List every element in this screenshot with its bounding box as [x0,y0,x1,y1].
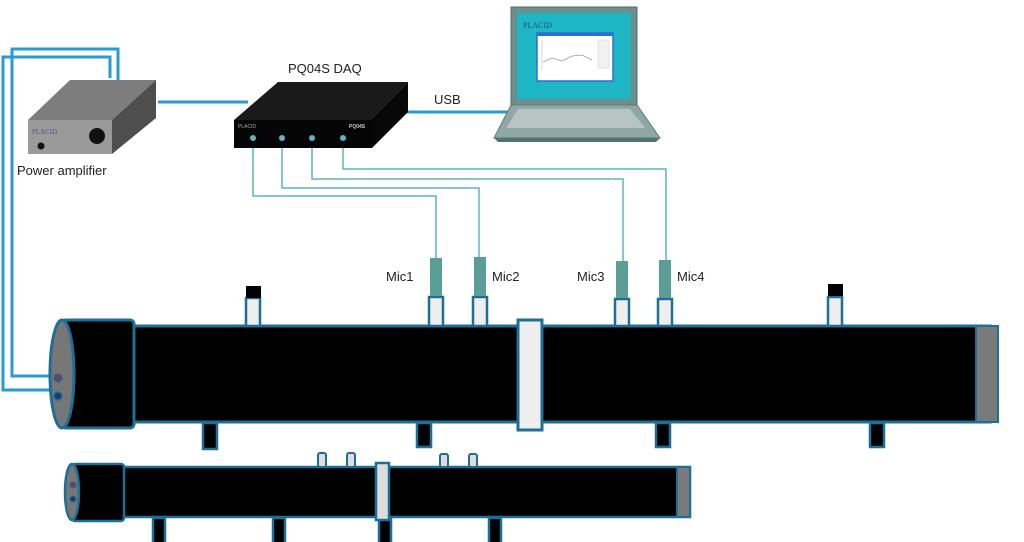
small-impedance-tube [63,452,692,542]
amp-label: Power amplifier [17,163,107,178]
daq-channel-4-port [340,135,346,141]
large-tube-support-1 [201,421,219,451]
small-tube-support-3 [377,516,393,542]
large-tube-port-mic3 [613,297,631,328]
laptop-keyboard [506,109,645,128]
mic2-label: Mic2 [492,269,519,284]
amp-top [28,80,156,120]
small-tube-port-2 [346,452,356,468]
large-tube-source-end [48,318,76,430]
laptop-front-edge [494,138,660,142]
large-tube-support-4 [868,421,886,449]
large-tube-body [118,324,992,424]
large-tube-port-plugged-right [826,295,844,328]
daq-front [234,120,372,148]
speaker-wire-outer [1,55,112,392]
power-amplifier: PLACID Power amplifier [17,80,156,178]
small-tube-mic-ports [317,452,478,468]
large-tube-mic-ports [244,295,844,328]
software-titlebar [537,33,613,36]
small-tube-red-connector [69,481,77,489]
mic1-label: Mic1 [386,269,413,284]
daq-channel-3-port [309,135,315,141]
small-tube-support-2 [271,516,287,542]
mic4-body [659,260,671,298]
mic3-body [616,261,628,298]
large-tube-supports [201,421,886,451]
mic2-wire [281,141,480,258]
small-tube-blue-connector [69,495,77,503]
amp-volume-knob [89,128,105,144]
large-tube-plug-left [246,286,261,298]
laptop-brand-logo: PLACID [523,21,552,30]
small-tube-supports [151,516,503,542]
software-plot-curve [542,54,593,63]
large-tube-plug-right [828,284,843,296]
large-tube-port-mic2 [471,295,489,328]
small-tube-sample-holder [374,461,391,522]
large-tube-blue-connector [53,391,63,401]
mic4-label: Mic4 [677,269,704,284]
mic-signal-wires [252,141,667,262]
large-tube-sample-holder [516,318,544,432]
daq-side [370,82,408,148]
amp-power-button [37,142,45,150]
mic1-wire [252,141,437,258]
amp-side [112,80,156,154]
daq-label: PQ04S DAQ [288,61,362,76]
small-tube-port-4 [468,453,478,468]
daq-model-text: PQ04S [349,124,366,130]
microphones: Mic1 Mic2 Mic3 Mic4 [386,257,704,298]
large-tube-support-3 [654,421,672,449]
small-tube-body [108,465,692,519]
small-tube-port-3 [439,453,449,468]
large-tube-end-cap [975,325,999,423]
daq-brand-logo: PLACID [238,124,256,130]
large-tube-port-mic4 [656,297,674,328]
daq-top [234,82,408,120]
daq-unit: PQ04S DAQ PLACID PQ04S USB [234,61,461,148]
large-impedance-tube [48,284,999,451]
amplifier-speaker-wires [1,47,120,392]
small-tube-port-1 [317,452,327,468]
mic3-label: Mic3 [577,269,604,284]
software-side-panel [597,39,610,69]
speaker-wire-inner [10,47,120,378]
mic2-body [474,257,486,296]
amp-brand-logo: PLACID [32,128,57,136]
daq-channel-1-port [250,135,256,141]
small-tube-support-1 [151,516,167,542]
large-tube-port-plugged-left [244,296,262,328]
small-tube-end-cap [676,466,691,518]
mic1-body [430,258,442,296]
large-tube-support-2 [415,421,433,449]
small-tube-source-end [63,462,81,522]
small-tube-support-4 [487,516,503,542]
mic4-wire [342,141,667,262]
laptop: PLACID [493,6,661,142]
daq-channel-2-port [279,135,285,141]
large-tube-red-connector [53,373,63,383]
large-tube-port-mic1 [427,295,445,328]
usb-label: USB [434,92,461,107]
mic3-wire [311,141,624,262]
